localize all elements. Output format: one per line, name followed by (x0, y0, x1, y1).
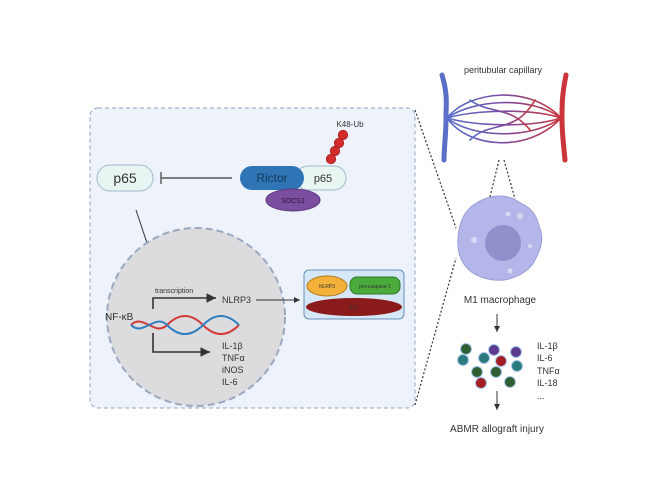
gene-item: iNOS (222, 365, 244, 375)
nlrp3-protein-label: NLRP3 (319, 284, 335, 290)
outcome-label: ABMR allograft injury (450, 424, 544, 435)
nlrp3-gene-label: NLRP3 (222, 295, 251, 305)
p65-bound-label: p65 (314, 173, 332, 185)
gene-item: IL-6 (222, 377, 238, 387)
gene-list: IL-1β TNFα iNOS IL-6 (222, 341, 245, 387)
transcription-label: transcription (155, 288, 193, 295)
p65-label: p65 (113, 170, 137, 186)
transcription-arrow (152, 293, 216, 309)
cytokine-list: IL-1β IL-6 TNFα IL-18 ... (537, 341, 560, 401)
cytokine-item: IL-6 (537, 353, 553, 363)
capillary-label: peritubular capillary (464, 65, 543, 75)
expression-arrow (152, 333, 210, 357)
zoom-connector-lines (414, 109, 516, 406)
dna-icon (130, 315, 240, 335)
macrophage-icon (457, 195, 543, 281)
inflammasome: NLRP3 pro-caspase-1 ASC (303, 269, 405, 320)
procaspase-label: pro-caspase-1 (359, 284, 391, 290)
capillary-icon (439, 72, 569, 163)
ubiquitin-chain (325, 129, 349, 165)
macrophage-label: M1 macrophage (464, 295, 537, 306)
socs1-label: SOCS1 (281, 198, 305, 205)
gene-item: TNFα (222, 353, 245, 363)
cytokine-item: IL-1β (537, 341, 558, 351)
cytokine-item: TNFα (537, 366, 560, 376)
rictor-label: Rictor (256, 171, 287, 185)
inhibition-line (160, 172, 232, 184)
cytokine-item: ... (537, 391, 545, 401)
nucleus (106, 227, 286, 407)
cytokine-item: IL-18 (537, 378, 558, 388)
k48-ub-label: K48-Ub (336, 120, 364, 129)
rictor-complex: Rictor p65 SOCS1 K48-Ub (240, 120, 364, 212)
p65-free: p65 (96, 164, 154, 192)
gene-item: IL-1β (222, 341, 243, 351)
nfkb-label: NF-κB (105, 312, 134, 323)
asc-label: ASC (349, 305, 360, 311)
cytokine-cluster (457, 343, 523, 389)
